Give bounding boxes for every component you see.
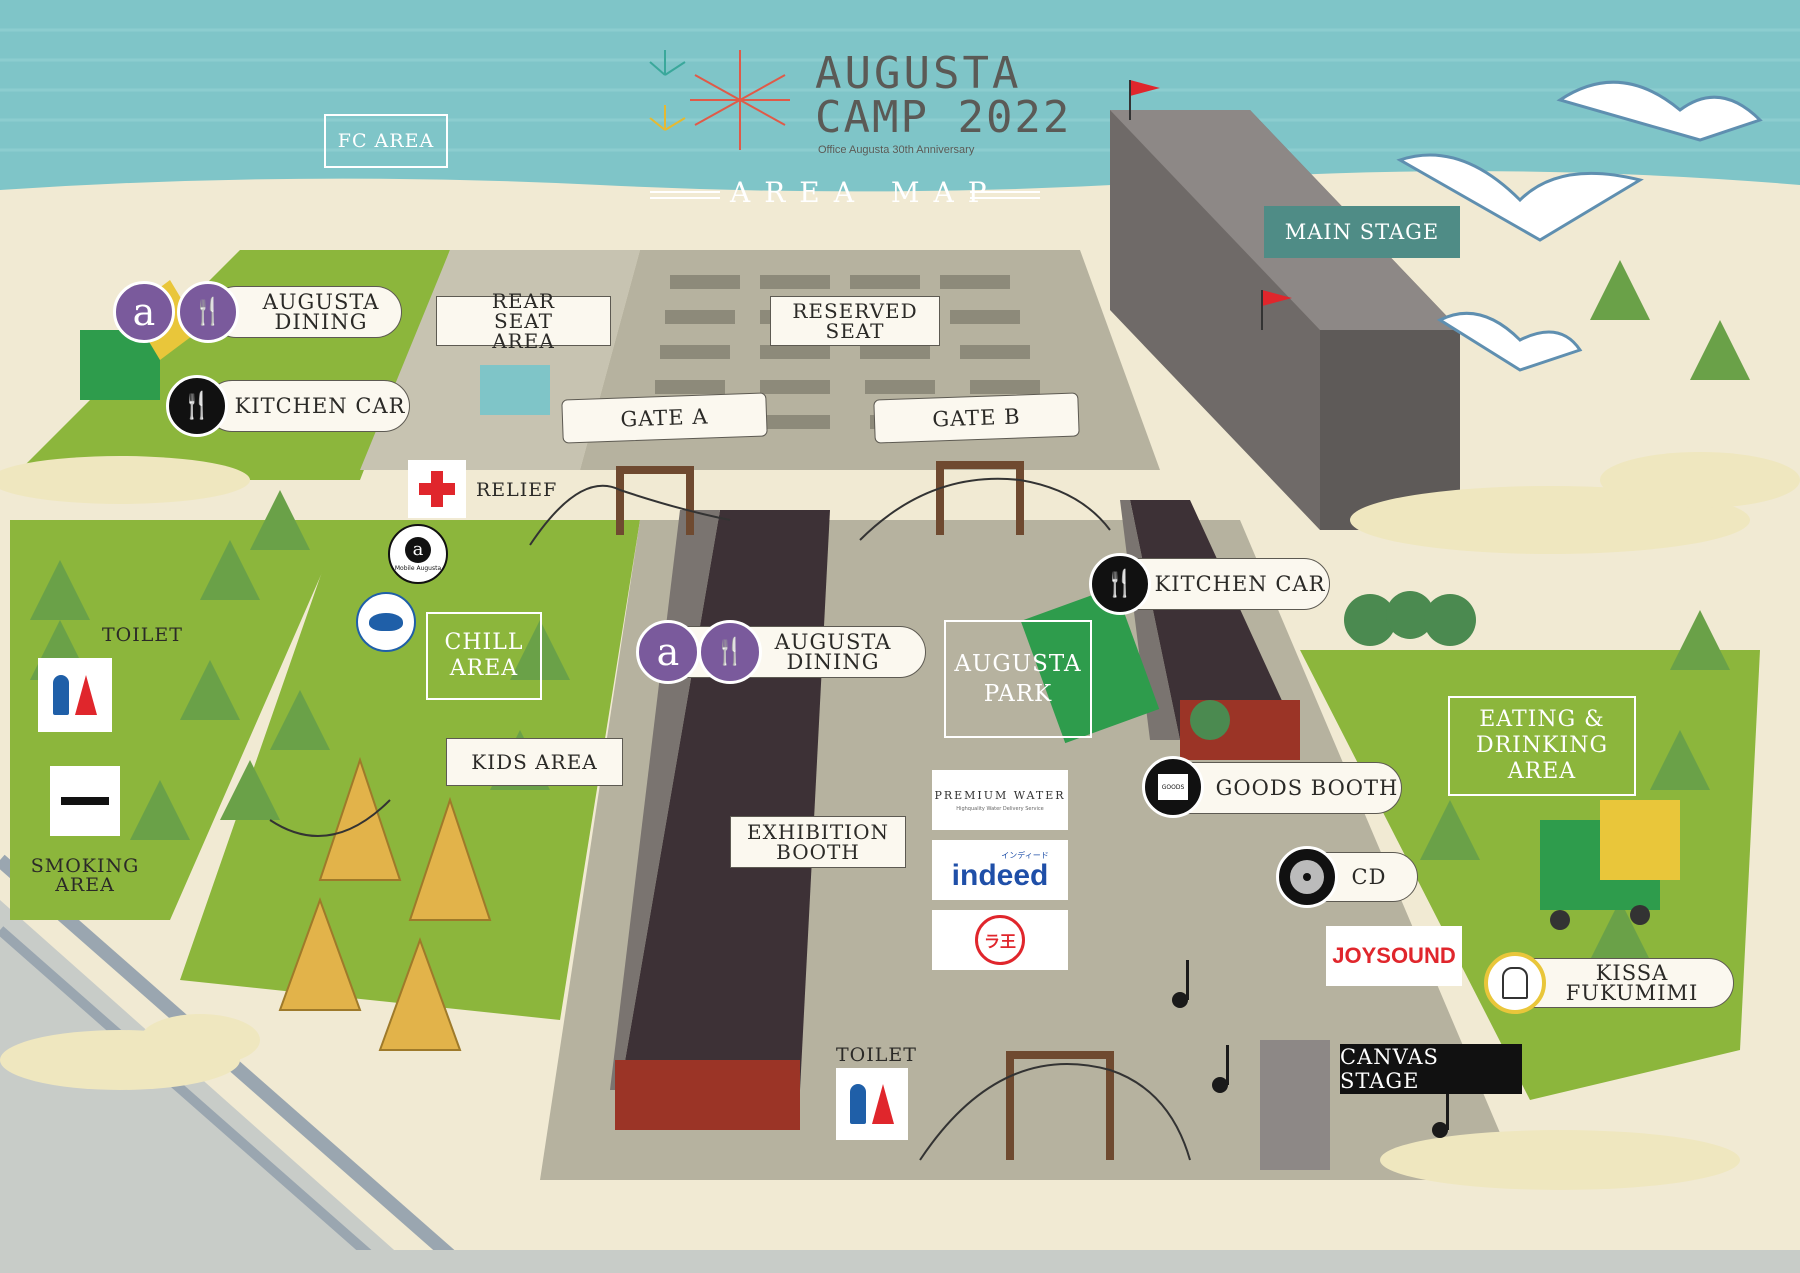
main-stage-label[interactable]: MAIN STAGE [1264,206,1460,258]
kissa-fukumimi-icon [1484,952,1546,1014]
relief-label[interactable]: RELIEF [476,479,558,501]
map-heading: AREA MAP [730,176,1001,209]
smoking-area-icon [50,766,120,836]
toilet-left-icon [38,658,112,732]
event-title-line1: AUGUSTA [815,48,1022,99]
reserved-seat-label[interactable]: RESERVED SEAT [770,296,940,346]
augusta-dining-top-label[interactable]: AUGUSTA DINING [210,286,402,338]
rao-sponsor[interactable]: ラ王 [932,910,1068,970]
event-title-line2: CAMP 2022 [815,92,1072,143]
road [0,900,420,1273]
augusta-a-icon: a [405,536,431,563]
indeed-kana: インディード [1001,850,1049,860]
cd-disc-icon [1276,846,1338,908]
sea [0,0,1800,200]
tshirt-icon: GOODS [1142,756,1204,818]
fork-knife-icon: 🍴 [177,281,239,343]
kids-area-label[interactable]: KIDS AREA [446,738,623,786]
kissa-fukumimi-label[interactable]: KISSA FUKUMIMI [1510,958,1734,1008]
exhibition-booth-label[interactable]: EXHIBITION BOOTH [730,816,906,868]
eating-drinking-area-label[interactable]: EATING & DRINKING AREA [1448,696,1636,796]
fork-knife-center-icon: 🍴 [698,620,762,684]
augusta-logo-center-icon: a [636,620,700,684]
smoking-area-label[interactable]: SMOKING AREA [30,855,140,896]
toilet-center-icon [836,1068,908,1140]
rao-logo: ラ王 [975,915,1025,965]
indeed-sponsor[interactable]: インディード indeed [932,840,1068,900]
toilet-left-label[interactable]: TOILET [102,624,183,646]
event-subtitle: Office Augusta 30th Anniversary [818,144,975,156]
eating-area-truck [1540,800,1680,930]
mobile-augusta-icon: a Mobile Augusta [388,524,448,584]
kitchen-car-left-label[interactable]: KITCHEN CAR [206,380,410,432]
goods-tshirt-caption: GOODS [1158,774,1188,800]
indeed-logo: indeed [951,858,1049,892]
canvas-stage-label[interactable]: CANVAS STAGE [1340,1044,1522,1094]
canvas-stage-building [1260,1040,1330,1170]
augusta-logo-icon: a [113,281,175,343]
kitchen-car-right-fork-knife-icon: 🍴 [1089,553,1151,615]
kitchen-car-fork-knife-icon: 🍴 [166,375,228,437]
relief-icon [408,460,466,518]
toilet-center-label[interactable]: TOILET [836,1044,917,1066]
premium-water-sub: Highquality Water Delivery Service [956,805,1044,812]
gate-b-label[interactable]: GATE B [873,392,1080,444]
fc-area-label[interactable]: FC AREA [324,114,448,168]
joysound-logo: JOYSOUND [1332,943,1456,968]
premium-water-sponsor[interactable]: PREMIUM WATER Highquality Water Delivery… [932,770,1068,830]
logo-fireworks [690,50,790,150]
joysound-sponsor[interactable]: JOYSOUND [1326,926,1462,986]
augusta-park-label[interactable]: AUGUSTA PARK [944,620,1092,738]
premium-water-name: PREMIUM WATER [934,788,1066,802]
rear-seat-area-label[interactable]: REAR SEAT AREA [436,291,611,351]
mobile-augusta-caption: Mobile Augusta [394,564,442,572]
chill-area-label[interactable]: CHILL AREA [426,612,542,700]
gate-a-label[interactable]: GATE A [561,392,768,444]
grass-kids [180,520,640,1020]
whale-icon [356,592,416,652]
